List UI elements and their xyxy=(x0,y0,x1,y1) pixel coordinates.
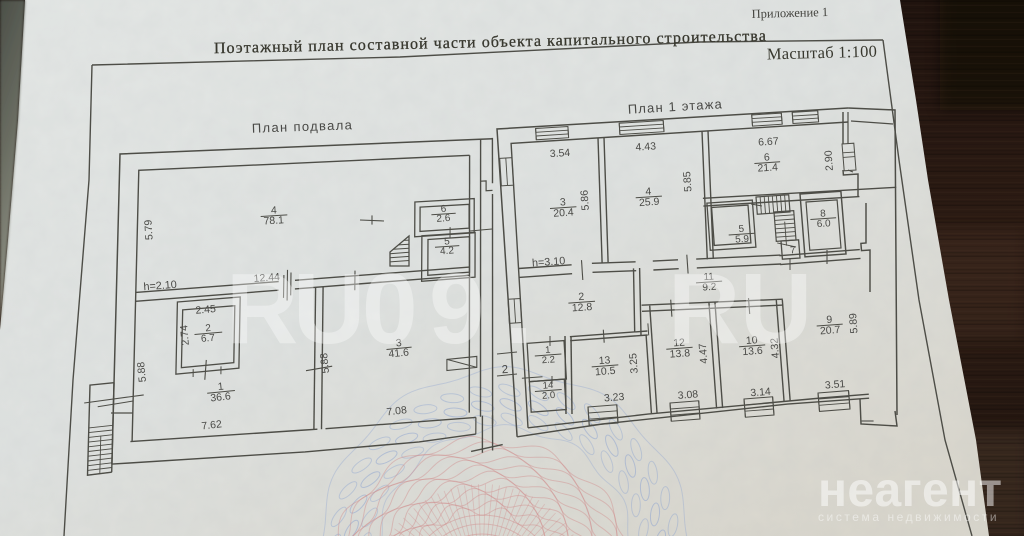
svg-text:2.2: 2.2 xyxy=(541,354,555,366)
svg-text:3.25: 3.25 xyxy=(627,353,641,374)
svg-text:11: 11 xyxy=(703,271,715,283)
svg-text:5.86: 5.86 xyxy=(579,189,592,210)
svg-text:2.6: 2.6 xyxy=(436,213,451,225)
svg-text:41.6: 41.6 xyxy=(388,346,410,360)
svg-text:9: 9 xyxy=(826,314,833,326)
svg-text:5.79: 5.79 xyxy=(142,219,155,240)
svg-text:2.45: 2.45 xyxy=(195,303,217,317)
svg-text:6: 6 xyxy=(764,151,771,163)
svg-text:3: 3 xyxy=(560,196,567,208)
svg-text:4.2: 4.2 xyxy=(440,245,455,257)
svg-text:6.7: 6.7 xyxy=(201,333,216,345)
svg-text:5: 5 xyxy=(444,236,451,247)
svg-text:12: 12 xyxy=(673,337,686,350)
svg-text:h=2.10: h=2.10 xyxy=(143,279,177,293)
svg-text:5.88: 5.88 xyxy=(318,352,332,374)
svg-text:7.08: 7.08 xyxy=(386,404,408,418)
svg-text:5.89: 5.89 xyxy=(847,313,860,334)
svg-text:3.14: 3.14 xyxy=(750,386,771,400)
svg-text:7: 7 xyxy=(790,245,797,256)
svg-text:6: 6 xyxy=(440,204,447,215)
svg-text:4: 4 xyxy=(271,204,278,216)
svg-text:2: 2 xyxy=(205,323,212,334)
svg-text:4: 4 xyxy=(645,186,652,198)
svg-text:20.7: 20.7 xyxy=(820,324,841,337)
svg-text:2: 2 xyxy=(578,291,585,303)
svg-text:7.62: 7.62 xyxy=(201,418,223,432)
svg-text:14: 14 xyxy=(542,380,553,392)
svg-text:2.90: 2.90 xyxy=(823,150,836,171)
svg-text:2: 2 xyxy=(501,364,508,376)
svg-text:21.4: 21.4 xyxy=(757,161,778,174)
svg-text:Масштаб 1:100: Масштаб 1:100 xyxy=(767,42,877,64)
svg-text:10: 10 xyxy=(745,334,758,347)
svg-text:3.51: 3.51 xyxy=(824,378,845,392)
svg-text:3.08: 3.08 xyxy=(677,388,698,402)
svg-text:1: 1 xyxy=(217,381,224,394)
svg-text:h=3.10: h=3.10 xyxy=(532,255,566,269)
svg-text:3.23: 3.23 xyxy=(604,391,625,405)
svg-text:Приложение 1: Приложение 1 xyxy=(751,5,828,21)
svg-text:25.9: 25.9 xyxy=(639,196,660,209)
svg-text:10.5: 10.5 xyxy=(595,365,616,379)
svg-text:система недвижимости: система недвижимости xyxy=(818,510,1000,524)
svg-text:13.6: 13.6 xyxy=(742,345,763,359)
svg-text:9.2: 9.2 xyxy=(702,282,717,294)
svg-text:13: 13 xyxy=(598,354,611,367)
svg-text:План подвала: План подвала xyxy=(252,117,353,136)
svg-text:5.88: 5.88 xyxy=(135,361,149,383)
svg-text:5: 5 xyxy=(738,224,745,235)
svg-text:План 1 этажа: План 1 этажа xyxy=(627,96,722,116)
svg-text:1: 1 xyxy=(545,345,551,356)
svg-text:6.0: 6.0 xyxy=(816,218,831,230)
svg-text:4.47: 4.47 xyxy=(697,343,711,364)
svg-text:20.4: 20.4 xyxy=(553,206,574,219)
svg-text:8: 8 xyxy=(820,208,827,219)
svg-text:неагент: неагент xyxy=(818,464,1002,517)
svg-text:13.8: 13.8 xyxy=(669,347,690,361)
svg-text:2.74: 2.74 xyxy=(178,324,192,346)
svg-text:2.0: 2.0 xyxy=(542,390,556,402)
svg-text:4.43: 4.43 xyxy=(635,140,656,153)
svg-text:12.44: 12.44 xyxy=(253,271,280,285)
svg-text:78.1: 78.1 xyxy=(263,214,284,227)
svg-text:5.9: 5.9 xyxy=(735,234,750,246)
svg-text:3.54: 3.54 xyxy=(549,147,570,160)
svg-text:3: 3 xyxy=(395,337,402,350)
svg-text:12.8: 12.8 xyxy=(571,301,592,314)
svg-text:RU09.RU: RU09.RU xyxy=(226,253,812,365)
svg-text:36.6: 36.6 xyxy=(210,390,232,404)
svg-text:4.32: 4.32 xyxy=(768,337,782,358)
svg-text:6.67: 6.67 xyxy=(758,135,779,148)
svg-text:5.85: 5.85 xyxy=(681,171,694,192)
